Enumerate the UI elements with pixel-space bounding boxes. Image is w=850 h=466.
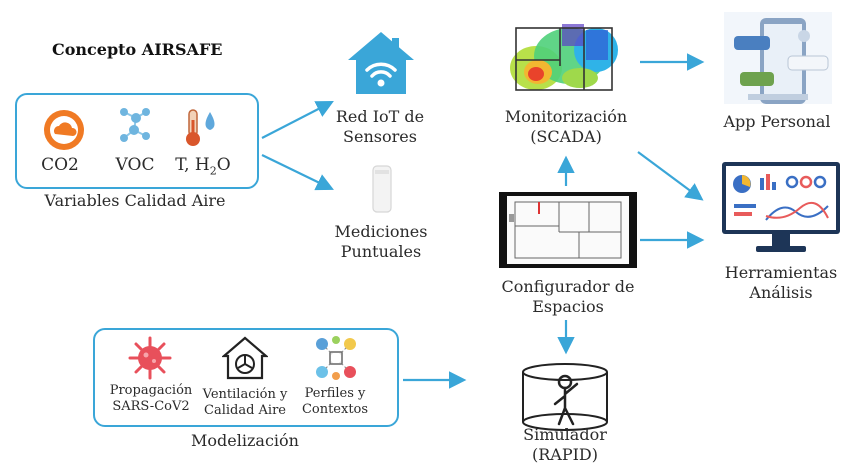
ventilation-house-icon bbox=[221, 336, 269, 384]
model-item-2-line1: Ventilación y bbox=[202, 387, 288, 402]
model-item-3-line2: Contextos bbox=[301, 402, 369, 417]
mediciones-label-2: Puntuales bbox=[340, 242, 422, 261]
simulador-label-1: Simulador bbox=[523, 425, 607, 444]
var-item-temp-humidity: T, H2O bbox=[175, 155, 231, 178]
variables-caption: Variables Calidad Aire bbox=[44, 191, 226, 210]
mediciones-label-1: Mediciones bbox=[334, 222, 428, 241]
voc-molecules-icon bbox=[112, 102, 158, 152]
scada-label-2: (SCADA) bbox=[530, 127, 602, 146]
iot-label-1: Red IoT de bbox=[335, 107, 425, 126]
virus-icon bbox=[128, 336, 172, 384]
iot-label-2: Sensores bbox=[343, 127, 417, 146]
configurador-label-1: Configurador de bbox=[501, 277, 635, 296]
herramientas-label-2: Análisis bbox=[749, 283, 813, 302]
floorplan-screen-icon bbox=[499, 192, 637, 272]
arrow-scada-to-herramientas bbox=[637, 151, 704, 201]
scada-heatmap-icon bbox=[508, 16, 620, 102]
arrow-vars-to-iot bbox=[261, 100, 334, 139]
thermometer-drop-icon bbox=[180, 104, 224, 154]
herramientas-label-1: Herramientas bbox=[724, 263, 838, 282]
sensor-device-icon bbox=[371, 164, 393, 218]
simulador-label-2: (RAPID) bbox=[532, 445, 598, 464]
arrow-vars-to-mediciones bbox=[261, 154, 334, 191]
app-phone-icon bbox=[718, 6, 838, 114]
scada-label-1: Monitorización bbox=[504, 107, 628, 126]
diagram-title: Concepto AIRSAFE bbox=[52, 40, 223, 59]
analysis-monitor-icon bbox=[720, 160, 842, 260]
app-label: App Personal bbox=[723, 112, 831, 131]
co2-cloud-icon bbox=[42, 108, 86, 156]
iot-house-wifi-icon bbox=[346, 30, 416, 100]
profiles-contexts-icon bbox=[312, 334, 360, 386]
model-item-1-line1: Propagación bbox=[109, 383, 193, 398]
model-item-1-line2: SARS-CoV2 bbox=[112, 399, 190, 414]
var-item-voc: VOC bbox=[115, 155, 155, 175]
simulator-vr-icon bbox=[517, 356, 613, 436]
model-item-3-line1: Perfiles y bbox=[304, 386, 366, 401]
configurador-label-2: Espacios bbox=[532, 297, 604, 316]
var-item-co2: CO2 bbox=[41, 155, 79, 175]
modelizacion-caption: Modelización bbox=[191, 431, 299, 450]
model-item-2-line2: Calidad Aire bbox=[204, 403, 286, 418]
